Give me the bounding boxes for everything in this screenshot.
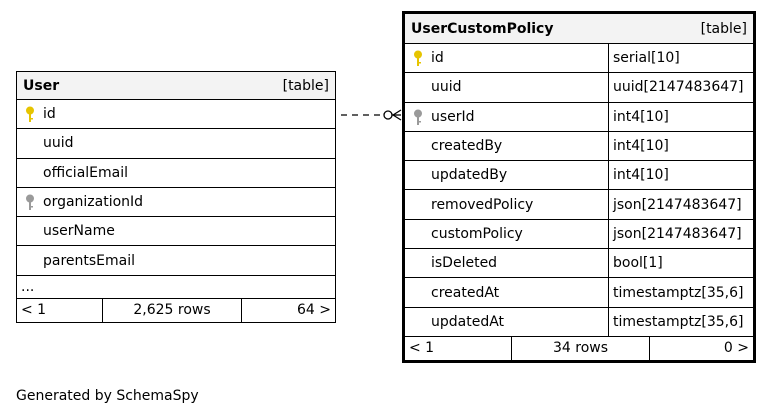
key-icon bbox=[414, 109, 422, 125]
user-table-footer: < 1 2,625 rows 64 > bbox=[17, 298, 335, 322]
column-type: json[2147483647] bbox=[608, 219, 753, 249]
next-page-link[interactable]: 0 > bbox=[723, 340, 749, 357]
table-name: User bbox=[23, 77, 60, 94]
user-table-header: User [table] bbox=[17, 72, 335, 100]
column-row-userName[interactable]: userName bbox=[17, 217, 335, 247]
next-page-link[interactable]: 64 > bbox=[297, 302, 331, 319]
column-row-organizationId[interactable]: organizationId bbox=[17, 188, 335, 218]
column-name: userId bbox=[431, 108, 475, 125]
column-name: customPolicy bbox=[431, 225, 523, 242]
table-name: UserCustomPolicy bbox=[411, 20, 554, 37]
column-name: organizationId bbox=[43, 194, 144, 211]
column-type: uuid[2147483647] bbox=[608, 73, 753, 102]
column-name: uuid bbox=[431, 79, 462, 96]
column-name: id bbox=[43, 106, 56, 123]
row-count: 2,625 rows bbox=[103, 298, 242, 322]
row-count: 34 rows bbox=[512, 336, 650, 360]
key-icon bbox=[414, 50, 422, 66]
user-table-columns: id uuid officialEmail organizationId userNam… bbox=[17, 100, 335, 276]
column-row-id[interactable]: id bbox=[17, 100, 335, 130]
column-row-createdAt[interactable]: createdAt timestamptz[35,6] bbox=[405, 278, 753, 308]
column-row-updatedAt[interactable]: updatedAt timestamptz[35,6] bbox=[405, 307, 753, 337]
crows-foot-lower bbox=[392, 114, 402, 121]
table-kind: [table] bbox=[700, 20, 747, 37]
prev-page-link[interactable]: < 1 bbox=[17, 298, 103, 322]
policy-table-footer: < 1 34 rows 0 > bbox=[405, 336, 753, 360]
column-name: updatedAt bbox=[431, 313, 505, 330]
column-name: updatedBy bbox=[431, 167, 508, 184]
column-name: userName bbox=[43, 223, 115, 240]
key-icon bbox=[26, 106, 34, 122]
column-row-id[interactable]: id serial[10] bbox=[405, 44, 753, 74]
prev-page-link[interactable]: < 1 bbox=[405, 336, 512, 360]
policy-table-header: UserCustomPolicy [table] bbox=[405, 14, 753, 44]
column-row-userId[interactable]: userId int4[10] bbox=[405, 102, 753, 132]
column-type: int4[10] bbox=[608, 161, 753, 190]
column-name: createdAt bbox=[431, 284, 500, 301]
column-name: uuid bbox=[43, 135, 74, 152]
column-type: int4[10] bbox=[608, 102, 753, 131]
column-type: timestamptz[35,6] bbox=[608, 307, 753, 336]
column-name: isDeleted bbox=[431, 255, 498, 272]
column-row-updatedBy[interactable]: updatedBy int4[10] bbox=[405, 161, 753, 191]
column-row-officialEmail[interactable]: officialEmail bbox=[17, 159, 335, 188]
crows-foot-upper bbox=[392, 109, 402, 116]
column-name: officialEmail bbox=[43, 164, 128, 181]
key-icon bbox=[26, 194, 34, 210]
table-kind: [table] bbox=[282, 77, 329, 94]
column-row-isDeleted[interactable]: isDeleted bool[1] bbox=[405, 249, 753, 279]
column-type: bool[1] bbox=[608, 249, 753, 278]
column-row-customPolicy[interactable]: customPolicy json[2147483647] bbox=[405, 219, 753, 250]
column-row-parentsEmail[interactable]: parentsEmail bbox=[17, 246, 335, 276]
user-table[interactable]: User [table] id uuid officialEmail organiza… bbox=[16, 71, 336, 323]
column-name: parentsEmail bbox=[43, 252, 136, 269]
zero-cardinality-circle bbox=[383, 110, 393, 120]
policy-table-columns: id serial[10] uuid uuid[2147483647] userId in… bbox=[405, 44, 753, 337]
column-type: serial[10] bbox=[608, 44, 753, 73]
column-name: removedPolicy bbox=[431, 196, 534, 213]
column-row-uuid[interactable]: uuid uuid[2147483647] bbox=[405, 73, 753, 103]
column-row-removedPolicy[interactable]: removedPolicy json[2147483647] bbox=[405, 190, 753, 220]
generated-by-caption: Generated by SchemaSpy bbox=[16, 388, 199, 404]
column-row-createdBy[interactable]: createdBy int4[10] bbox=[405, 131, 753, 162]
column-name: id bbox=[431, 50, 444, 67]
more-columns-ellipsis: ... bbox=[17, 276, 335, 299]
column-type: json[2147483647] bbox=[608, 190, 753, 219]
column-type: int4[10] bbox=[608, 131, 753, 161]
column-row-uuid[interactable]: uuid bbox=[17, 129, 335, 159]
column-type: timestamptz[35,6] bbox=[608, 278, 753, 307]
column-name: createdBy bbox=[431, 138, 503, 155]
